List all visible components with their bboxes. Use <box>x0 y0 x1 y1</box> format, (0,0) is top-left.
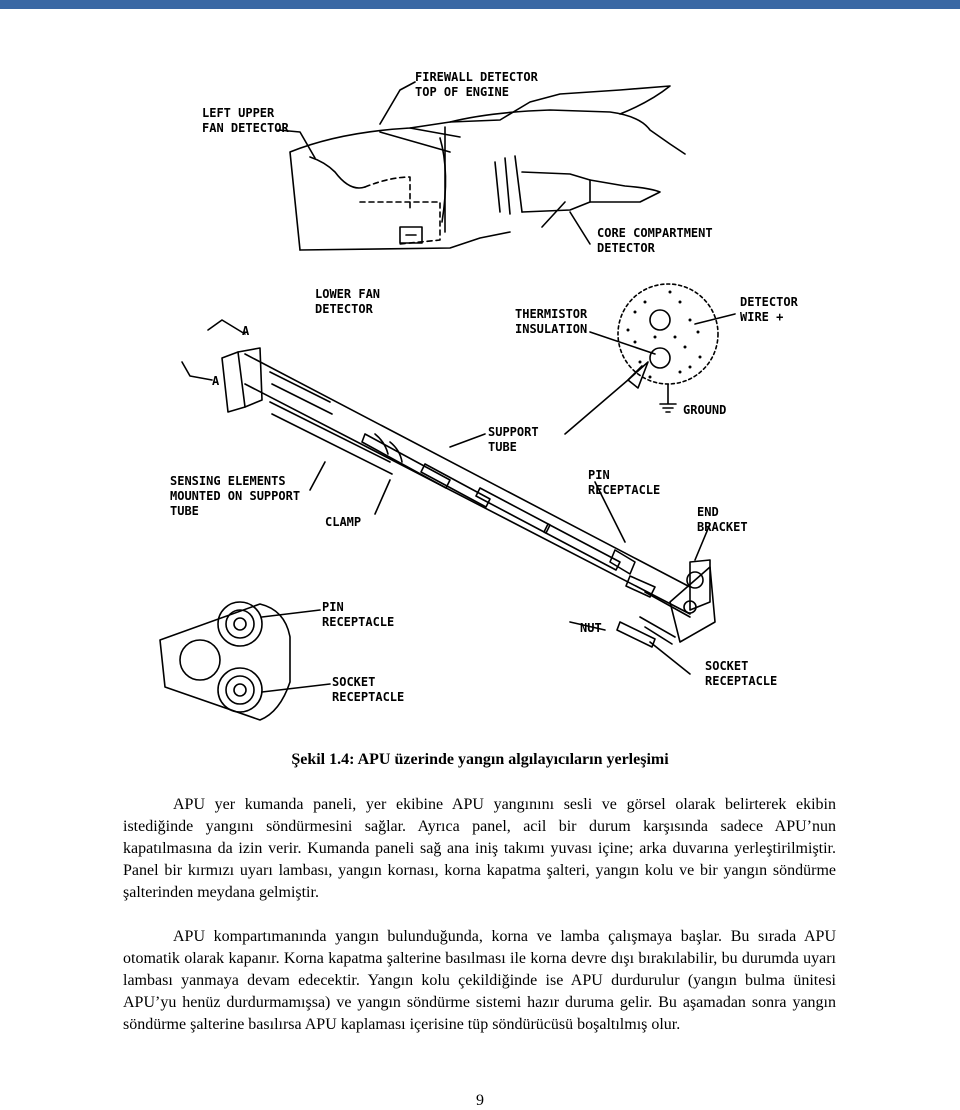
insulation-dots <box>626 290 702 379</box>
label-core-compartment-detector: CORE COMPARTMENT DETECTOR <box>597 226 713 255</box>
paragraph-2: APU kompartımanında yangın bulunduğunda,… <box>123 928 836 1033</box>
paragraph-1: APU yer kumanda paneli, yer ekibine APU … <box>123 796 836 901</box>
label-thermistor-insulation: THERMISTOR INSULATION <box>515 307 588 336</box>
label-pin-receptacle-top: PIN RECEPTACLE <box>588 468 661 497</box>
top-accent-bar <box>0 0 960 9</box>
label-support-tube: SUPPORT TUBE <box>488 425 539 454</box>
label-socket-receptacle-left: SOCKET RECEPTACLE <box>332 675 405 704</box>
label-sensing-elements: SENSING ELEMENTS MOUNTED ON SUPPORT TUBE <box>170 474 301 518</box>
label-view-a-top: A <box>242 324 250 338</box>
label-left-upper-fan-detector: LEFT UPPER FAN DETECTOR <box>202 106 289 135</box>
paragraph-2-block: APU kompartımanında yangın bulunduğunda,… <box>123 926 836 1036</box>
label-view-a-bottom: A <box>212 374 220 388</box>
label-firewall-detector: FIREWALL DETECTOR TOP OF ENGINE <box>415 70 538 99</box>
label-clamp: CLAMP <box>325 515 362 529</box>
paragraph-1-block: APU yer kumanda paneli, yer ekibine APU … <box>123 794 836 904</box>
caption-number: Şekil 1.4: <box>291 751 355 768</box>
label-socket-receptacle-right: SOCKET RECEPTACLE <box>705 659 778 688</box>
diagram-drawing <box>159 81 736 721</box>
caption-text: APU üzerinde yangın algılayıcıların yerl… <box>357 751 669 768</box>
figure-caption: Şekil 1.4: APU üzerinde yangın algılayıc… <box>0 750 960 770</box>
support-tube-drawing <box>221 347 711 618</box>
thermistor-section-drawing <box>589 283 736 413</box>
label-pin-receptacle-bottom: PIN RECEPTACLE <box>322 600 395 629</box>
label-end-bracket: END BRACKET <box>697 505 748 534</box>
label-detector-wire: DETECTOR WIRE + <box>740 295 798 324</box>
connector-end-view-drawing <box>159 601 331 721</box>
end-bracket-drawing <box>569 566 716 675</box>
page-number: 9 <box>476 1092 484 1109</box>
label-ground: GROUND <box>683 403 727 417</box>
label-lower-fan-detector: LOWER FAN DETECTOR <box>315 287 381 316</box>
apu-fire-detector-diagram: FIREWALL DETECTOR TOP OF ENGINE LEFT UPP… <box>150 62 810 732</box>
engine-nacelle-drawing <box>289 85 686 251</box>
label-nut: NUT <box>580 621 602 635</box>
